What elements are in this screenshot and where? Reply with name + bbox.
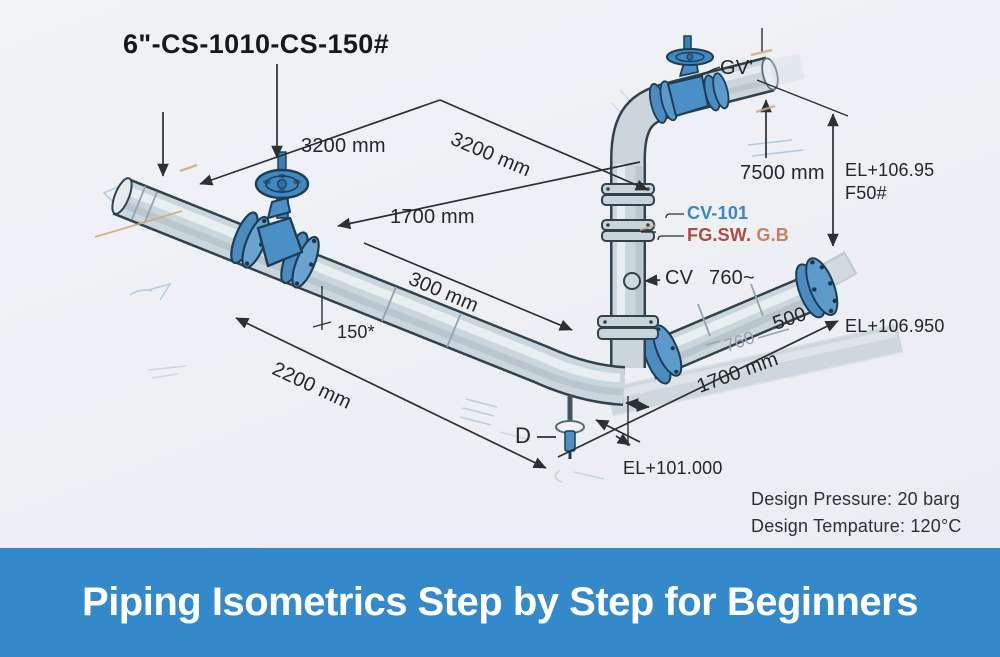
dimension-3200-left: 3200 mm — [301, 135, 386, 157]
handwheel-icon — [254, 168, 310, 200]
dimension-1700-top: 1700 mm — [390, 206, 475, 228]
elevation-top: EL+106.95 — [845, 160, 935, 180]
dimension-7500: 7500 mm — [740, 162, 825, 184]
tag-gv: GV' — [720, 57, 754, 79]
pipe-main-horizontal — [111, 177, 626, 406]
control-point-icon — [623, 272, 641, 290]
design-temperature-note: Design Tempature: 120°C — [751, 516, 962, 536]
tag-cv101: CV-101 — [687, 203, 749, 223]
tag-cv: CV — [665, 267, 694, 289]
tag-fgsw: FG.SW. G.B — [687, 225, 790, 246]
gate-valve-left-icon — [230, 151, 320, 289]
handwheel-icon — [666, 48, 714, 66]
drain-fitting-icon — [555, 395, 585, 459]
tag-fgsw-left: FG.SW. — [687, 225, 752, 245]
tag-f-rating: F50# — [845, 183, 887, 203]
title-banner: Piping Isometrics Step by Step for Begin… — [0, 548, 1000, 657]
elevation-bottom: EL+101.000 — [623, 458, 723, 478]
blind-flange-icon — [795, 251, 858, 319]
dimension-lines — [157, 28, 849, 469]
line-number-label: 6"-CS-1010-CS-150# — [123, 29, 390, 59]
design-pressure-note: Design Pressure: 20 barg — [751, 489, 960, 509]
isometric-diagram — [94, 28, 904, 483]
banner-title: Piping Isometrics Step by Step for Begin… — [82, 580, 918, 624]
ghost-pipe-branch — [606, 323, 904, 417]
elevation-mid: EL+106.950 — [845, 316, 945, 336]
gate-valve-top-icon — [648, 35, 730, 124]
tag-fgsw-right: G.B — [756, 225, 790, 245]
dimension-760-tilde: 760~ — [709, 267, 755, 289]
tag-drain: D — [515, 423, 532, 448]
dimension-150: 150* — [337, 322, 375, 342]
weld-tick-marks — [94, 48, 776, 238]
